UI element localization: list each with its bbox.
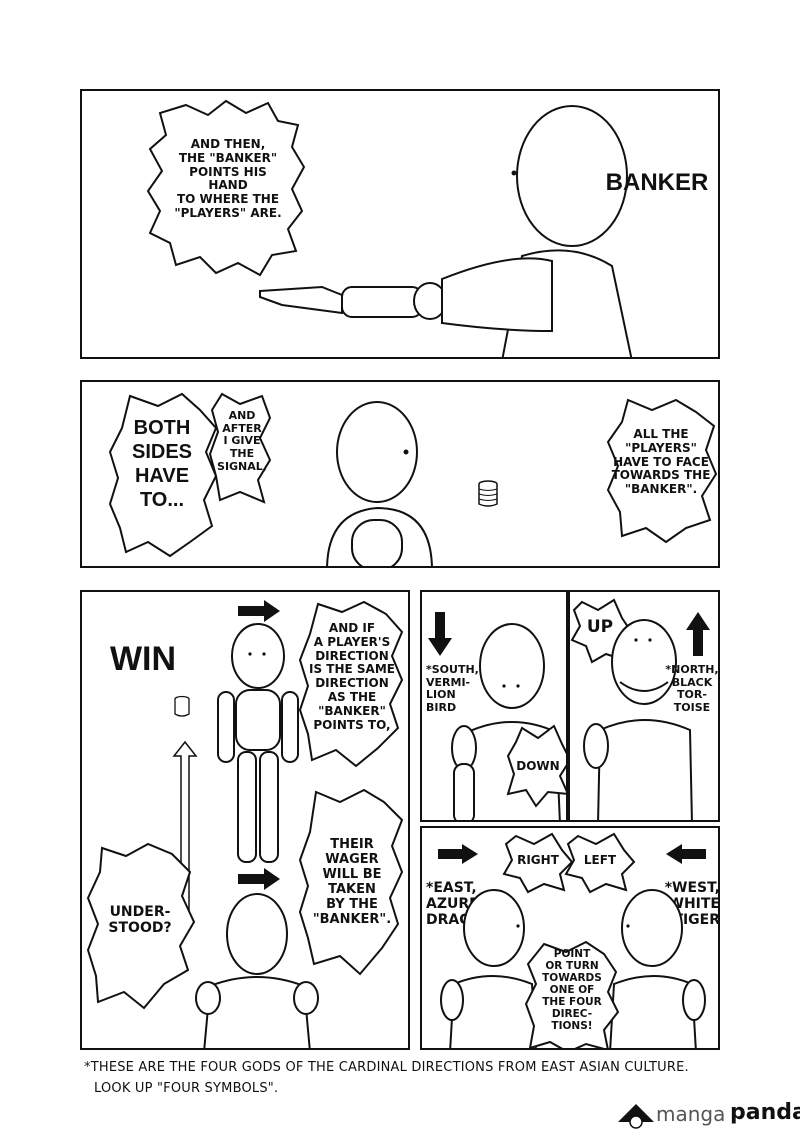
speech-bubble-both-sides (108, 392, 218, 558)
north-label: *NORTH, BLACK TOR- TOISE (665, 663, 719, 714)
speech-text-direction: AND IF A PLAYER'S DIRECTION IS THE SAME … (309, 621, 395, 732)
mangapanda-watermark[interactable]: manga panda (612, 1100, 800, 1130)
speech-bubble-understood (86, 842, 196, 1010)
coin-stack-icon (478, 480, 498, 507)
arrow-left-icon (666, 844, 706, 864)
left-label: LEFT (583, 853, 617, 867)
down-label: DOWN (516, 759, 560, 773)
south-label: *SOUTH, VERMI- LION BIRD (426, 663, 479, 714)
arrow-down-icon (428, 612, 452, 656)
player-figure-facing-west (609, 889, 706, 1048)
speech-text-wager: THEIR WAGER WILL BE TAKEN BY THE "BANKER… (312, 837, 392, 927)
arrow-right-icon-3 (438, 844, 478, 864)
banker-figure (259, 105, 633, 357)
arrow-up-icon (686, 612, 710, 656)
speech-bubble-direction (298, 600, 404, 768)
watermark-manga: manga (656, 1102, 726, 1126)
banker-label: BANKER (605, 169, 709, 196)
speech-text-signal: AND AFTER I GIVE THE SIGNAL, (217, 409, 267, 473)
speech-bubble-1 (146, 99, 306, 277)
player-back-figure-2 (195, 893, 319, 1048)
player-back-figure (326, 401, 433, 566)
panel-win-rules: WIN AND IF A PLAYER'S DIRECTION IS THE S… (80, 590, 410, 1050)
speech-bubble-right (502, 832, 574, 894)
speech-text-1: AND THEN, THE "BANKER" POINTS HIS HAND T… (174, 137, 282, 220)
west-label: *WEST, WHITE TIGER (664, 880, 720, 929)
speech-text-understood: UNDER- STOOD? (108, 904, 172, 937)
footnote: *THESE ARE THE FOUR GODS OF THE CARDINAL… (84, 1057, 764, 1099)
panel-both-sides: BOTH SIDES HAVE TO... AND AFTER I GIVE T… (80, 380, 720, 568)
up-label: UP (586, 617, 614, 637)
right-label: RIGHT (517, 853, 559, 867)
player-figure-facing-north (583, 619, 693, 820)
panel-north: UP *NORTH, BLACK TOR- TOISE (568, 590, 720, 822)
speech-bubble-down (506, 724, 566, 808)
speech-text-face-banker: ALL THE "PLAYERS" HAVE TO FACE TOWARDS T… (611, 427, 711, 497)
speech-bubble-face-banker (606, 398, 718, 544)
player-figure-standing (217, 623, 299, 863)
speech-text-point: POINT OR TURN TOWARDS ONE OF THE FOUR DI… (542, 948, 602, 1033)
coin-stack-icon-2 (174, 695, 190, 717)
panda-hat-icon (618, 1104, 654, 1129)
win-label: WIN (109, 640, 177, 678)
speech-bubble-left (564, 832, 636, 894)
watermark-panda: panda (730, 1100, 800, 1125)
arrow-right-icon (238, 600, 280, 622)
footnote-line-1: *THESE ARE THE FOUR GODS OF THE CARDINAL… (84, 1060, 689, 1075)
panel-banker-points: AND THEN, THE "BANKER" POINTS HIS HAND T… (80, 89, 720, 359)
speech-bubble-signal (208, 392, 272, 504)
arrow-right-icon-2 (238, 868, 280, 890)
panel-east-west: RIGHT LEFT *EAST, AZURE DRAGON *WEST, WH… (420, 826, 720, 1050)
footnote-line-2: LOOK UP "FOUR SYMBOLS". (94, 1081, 279, 1096)
player-figure-facing-east (440, 889, 537, 1048)
speech-text-both-sides: BOTH SIDES HAVE TO... (131, 417, 193, 511)
panel-south: *SOUTH, VERMI- LION BIRD DOWN (420, 590, 568, 822)
speech-bubble-wager (298, 788, 404, 976)
speech-bubble-point (524, 940, 620, 1048)
